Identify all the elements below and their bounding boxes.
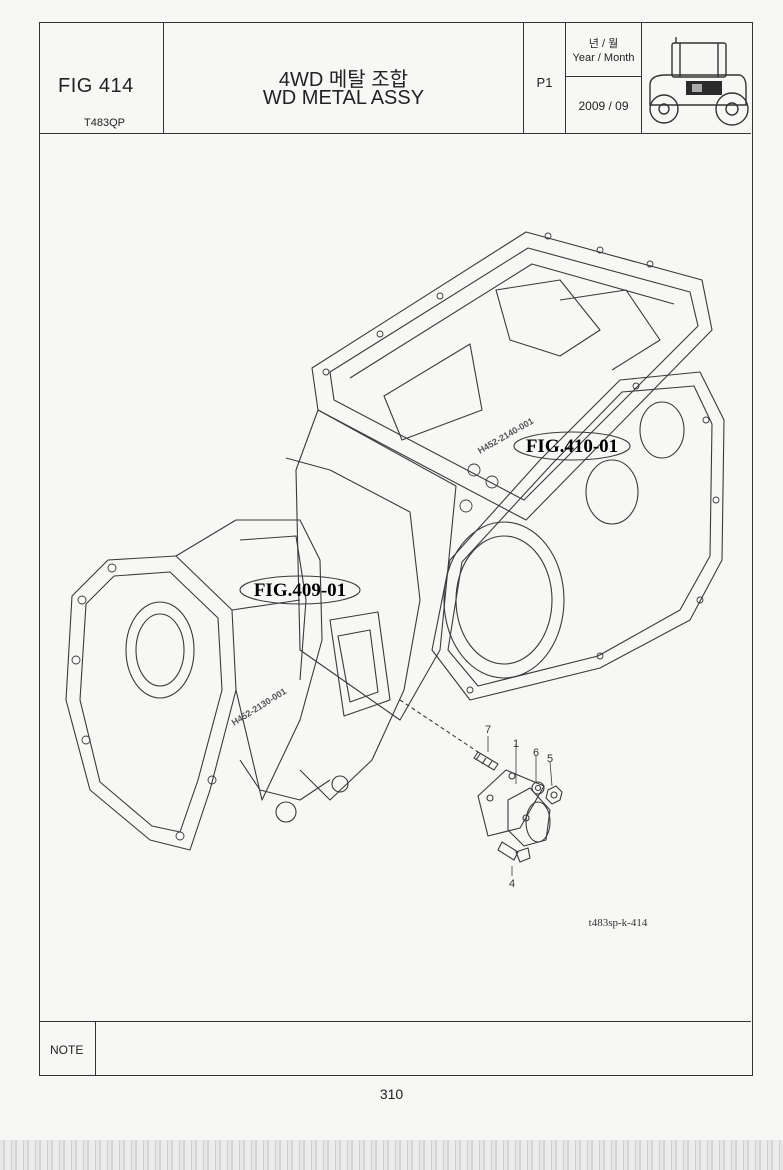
- side-cover-plate: [431, 371, 725, 701]
- catalog-frame: FIG 414 T483QP 4WD 메탈 조합 WD METAL ASSY P…: [39, 22, 753, 1076]
- fig-number-cell: FIG 414 T483QP: [40, 23, 164, 133]
- title-english: WD METAL ASSY: [262, 87, 425, 109]
- scan-edge-artifact: [0, 1140, 783, 1170]
- title-cell: 4WD 메탈 조합 WD METAL ASSY: [164, 23, 524, 133]
- header-block: FIG 414 T483QP 4WD 메탈 조합 WD METAL ASSY P…: [40, 23, 751, 134]
- drawing-refs: FIG.409-01 FIG.410-01: [254, 436, 618, 601]
- part-1-cover-housing: [477, 769, 551, 847]
- page-label-cell: P1: [524, 23, 566, 133]
- callout-numbers: 7 1 6 5 4: [485, 724, 553, 890]
- year-month-cell: 년 / 월 Year / Month 2009 / 09: [566, 23, 642, 133]
- part-4-bolt: [497, 841, 531, 863]
- tractor-logo-cell: [642, 23, 751, 133]
- title-korean: 4WD 메탈 조합: [278, 69, 409, 91]
- fig-ref-409[interactable]: FIG.409-01: [254, 580, 346, 601]
- callout-6: 6: [533, 747, 539, 759]
- note-row: NOTE: [40, 1021, 751, 1076]
- fig-ref-410[interactable]: FIG.410-01: [526, 436, 618, 457]
- callout-1: 1: [513, 738, 519, 750]
- year-month-heading: 년 / 월 Year / Month: [566, 23, 641, 77]
- callout-4: 4: [509, 878, 515, 890]
- fig-number: FIG 414: [58, 75, 134, 97]
- page-number: 310: [379, 1086, 404, 1102]
- rear-housing-top-flange: [311, 231, 713, 521]
- exploded-parts-drawing: FIG.409-01 FIG.410-01 7 1 6 5 4 H452-214…: [65, 231, 725, 929]
- tractor-icon: [649, 37, 749, 126]
- date-value: 2009 / 09: [578, 99, 629, 113]
- part-6-washer: [531, 781, 545, 795]
- note-label: NOTE: [50, 1043, 84, 1057]
- year-month-english: Year / Month: [572, 52, 635, 64]
- page-label: P1: [536, 75, 553, 90]
- part-5-nut: [545, 785, 563, 805]
- casting-mark-front: H452-2130-001: [230, 686, 288, 728]
- year-month-korean: 년 / 월: [588, 38, 619, 50]
- callout-5: 5: [547, 753, 553, 765]
- part-7-stud: [473, 751, 499, 771]
- drawing-code: t483sp-k-414: [589, 917, 648, 929]
- note-label-cell: NOTE: [40, 1022, 96, 1076]
- model-code: T483QP: [84, 117, 125, 129]
- center-housing: [295, 409, 457, 721]
- casting-marks: H452-2140-001 H452-2130-001: [230, 416, 535, 728]
- callout-7: 7: [485, 724, 491, 736]
- front-housing: [65, 555, 237, 851]
